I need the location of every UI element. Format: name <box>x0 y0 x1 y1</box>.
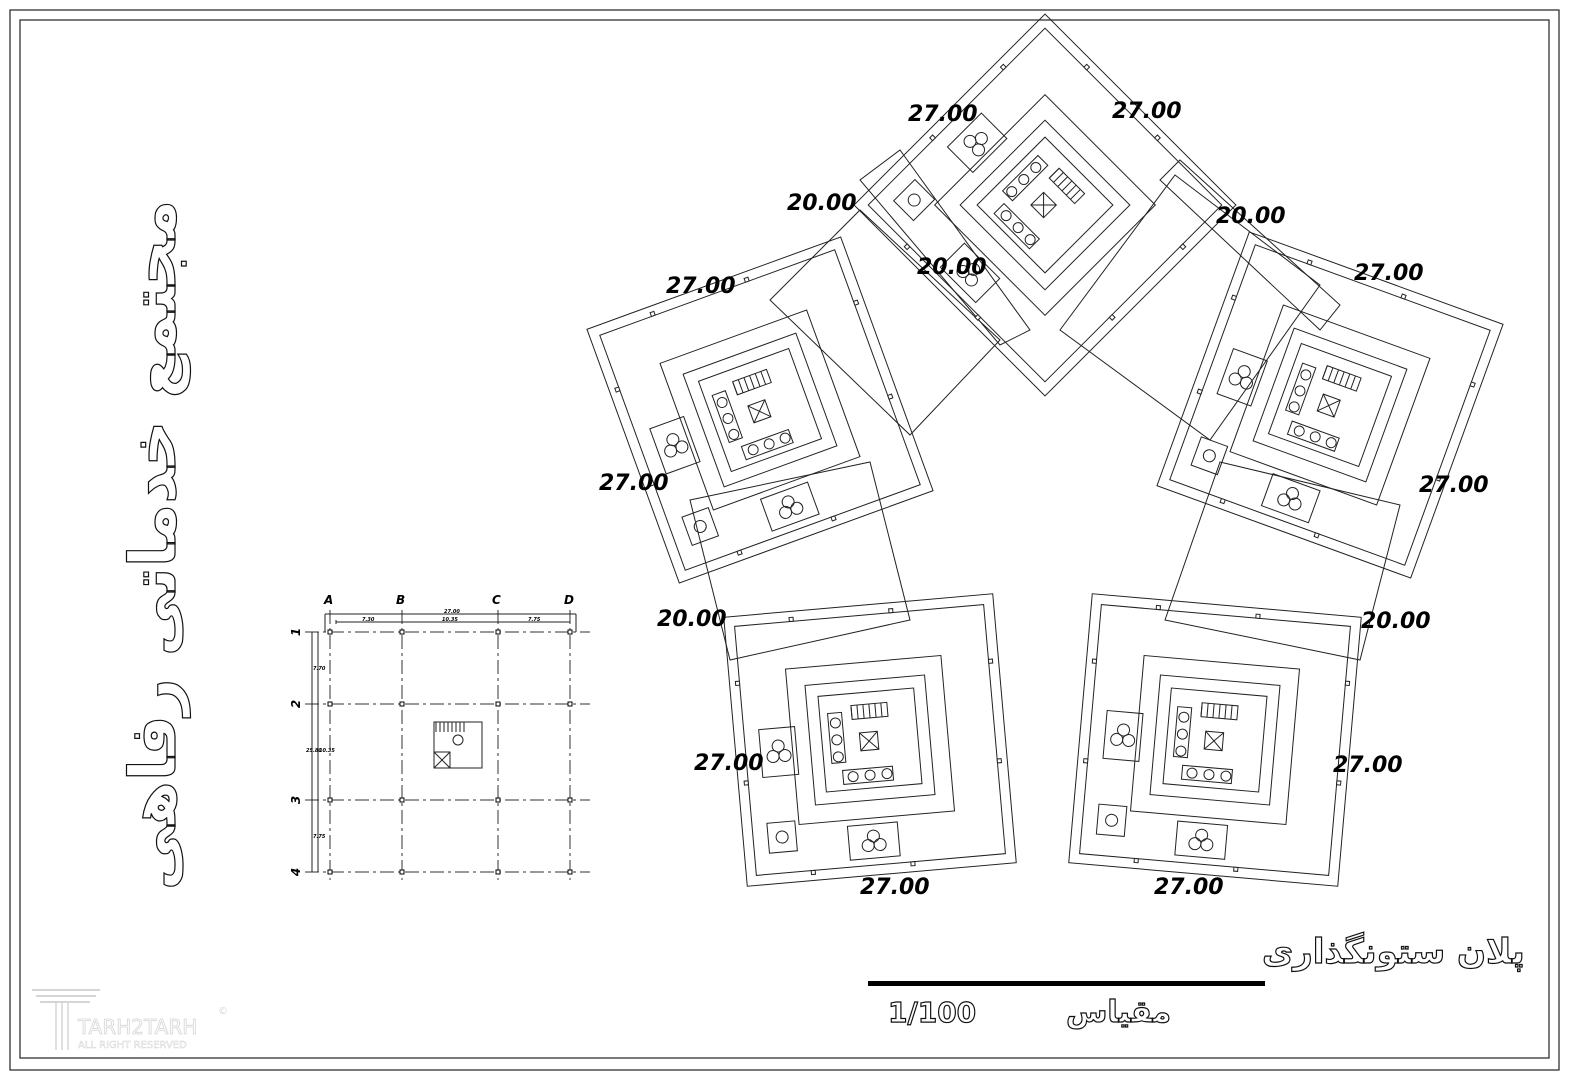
key-plan-stair-core <box>433 721 483 769</box>
dimension-label: 27.00 <box>599 471 669 496</box>
dimension-label: 27.00 <box>1354 261 1424 286</box>
key-dim-span: 10.35 <box>442 617 458 623</box>
dimension-label: 20.00 <box>1216 204 1286 229</box>
dimension-label: 27.00 <box>1333 753 1403 778</box>
scale-value: 1/100 <box>888 996 976 1029</box>
dimension-label: 27.00 <box>908 102 978 127</box>
pavilion-top <box>853 13 1237 397</box>
row-label-4: 4 <box>289 868 303 877</box>
tarh2tarh-logo: TARH2TARH ALL RIGHT RESERVED © <box>32 989 228 1051</box>
project-title: مجتمع خدماتی رفاهی <box>117 200 191 891</box>
key-dim-span: 10.35 <box>319 748 335 754</box>
dimension-label: 27.00 <box>860 875 930 900</box>
key-plan-grid: A B C D 1 2 3 4 27.00 7.30 10.35 7.75 25… <box>289 593 590 880</box>
dimension-label: 20.00 <box>917 255 987 280</box>
outer-border <box>9 9 1560 1071</box>
dimension-label: 20.00 <box>787 191 857 216</box>
row-label-1: 1 <box>289 628 303 636</box>
key-dim-span: 7.30 <box>362 617 375 623</box>
column-label-d: D <box>564 593 574 607</box>
inner-border <box>19 19 1550 1059</box>
key-dim-span: 7.75 <box>528 617 541 623</box>
column-label-b: B <box>396 593 405 607</box>
dimension-label: 27.00 <box>1112 99 1182 124</box>
key-dim-span: 7.75 <box>313 834 326 840</box>
pavilion-upper-left <box>586 236 934 584</box>
logo-name: TARH2TARH <box>77 1015 197 1039</box>
copyright-icon: © <box>218 1006 228 1017</box>
key-dim-total-h: 27.00 <box>444 609 460 615</box>
plan-title: پلان ستونگذاری <box>1262 932 1525 972</box>
dimension-labels: 27.00 27.00 20.00 20.00 20.00 27.00 27.0… <box>599 99 1489 900</box>
column-label-c: C <box>492 593 501 607</box>
connector-rectangles <box>689 149 1401 661</box>
dimension-label: 20.00 <box>657 607 727 632</box>
dimension-label: 27.00 <box>1419 473 1489 498</box>
pavilion-lower-right <box>1068 593 1362 887</box>
row-label-2: 2 <box>289 700 303 708</box>
dimension-label: 27.00 <box>694 751 764 776</box>
title-underline <box>868 981 1265 986</box>
dimension-label: 27.00 <box>1154 875 1224 900</box>
key-dim-span: 7.70 <box>313 666 326 672</box>
column-label-a: A <box>323 593 333 607</box>
key-dim-total-v: 25.80 <box>306 748 322 754</box>
pavilion-upper-right <box>1156 231 1504 579</box>
scale-label: مقیاس <box>1066 995 1171 1030</box>
dimension-label: 27.00 <box>666 274 736 299</box>
row-label-3: 3 <box>289 796 303 804</box>
pavilion-lower-left <box>723 593 1017 887</box>
dimension-label: 20.00 <box>1361 609 1431 634</box>
logo-tagline: ALL RIGHT RESERVED <box>78 1040 187 1051</box>
column-layout-plan: 27.00 27.00 20.00 20.00 20.00 27.00 27.0… <box>586 13 1504 900</box>
